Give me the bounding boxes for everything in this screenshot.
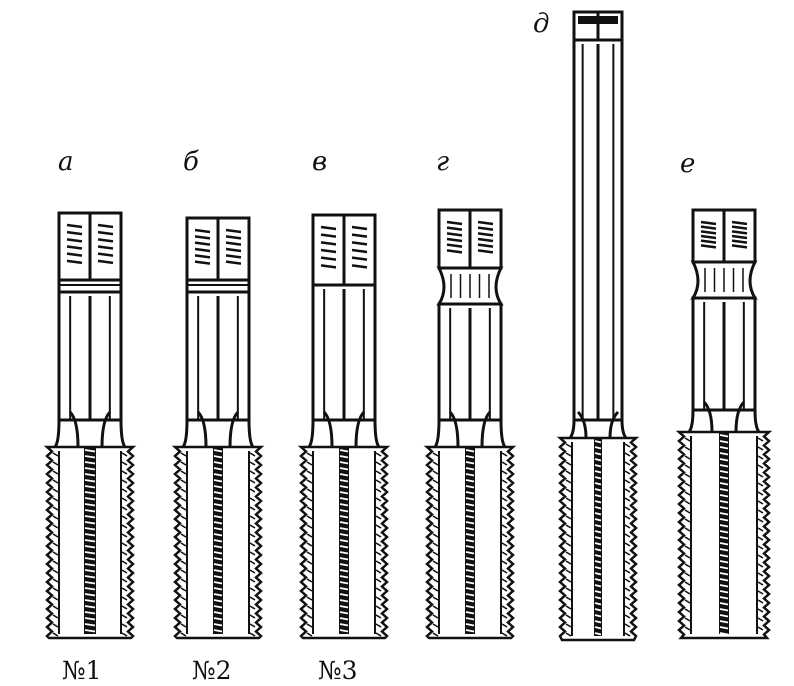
tap-shank <box>436 266 504 422</box>
tap-square-head <box>57 211 123 282</box>
tap-square-head <box>691 208 757 264</box>
label-a: а <box>58 147 74 177</box>
tap-square-head <box>437 208 503 270</box>
number-label-2: №2 <box>192 656 232 685</box>
tap-shank <box>185 278 251 422</box>
tap-shank <box>57 278 123 422</box>
tap-thread <box>43 445 137 640</box>
tap-b <box>171 216 265 640</box>
tap-a <box>43 211 137 640</box>
tap-shank <box>311 283 377 422</box>
number-label-3: №3 <box>318 656 358 685</box>
tap-thread <box>556 436 640 642</box>
tap-thread <box>423 445 517 640</box>
tap-shank <box>690 260 758 412</box>
tap-v <box>297 213 391 640</box>
tap-shank <box>572 38 624 422</box>
tap-e <box>675 208 773 640</box>
tap-g <box>423 208 517 640</box>
tap-square-head <box>572 10 624 42</box>
tap-square-head <box>185 216 251 282</box>
label-g: г <box>436 147 449 177</box>
label-e: е <box>680 149 695 179</box>
label-v: в <box>312 147 327 177</box>
taps-layer <box>43 10 773 642</box>
label-d: д <box>533 9 549 39</box>
tap-thread <box>171 445 265 640</box>
tap-thread <box>297 445 391 640</box>
label-b: б <box>183 147 199 177</box>
tap-thread <box>675 430 773 640</box>
tap-square-head <box>311 213 377 287</box>
number-label-1: №1 <box>62 656 102 685</box>
tap-d <box>556 10 640 642</box>
